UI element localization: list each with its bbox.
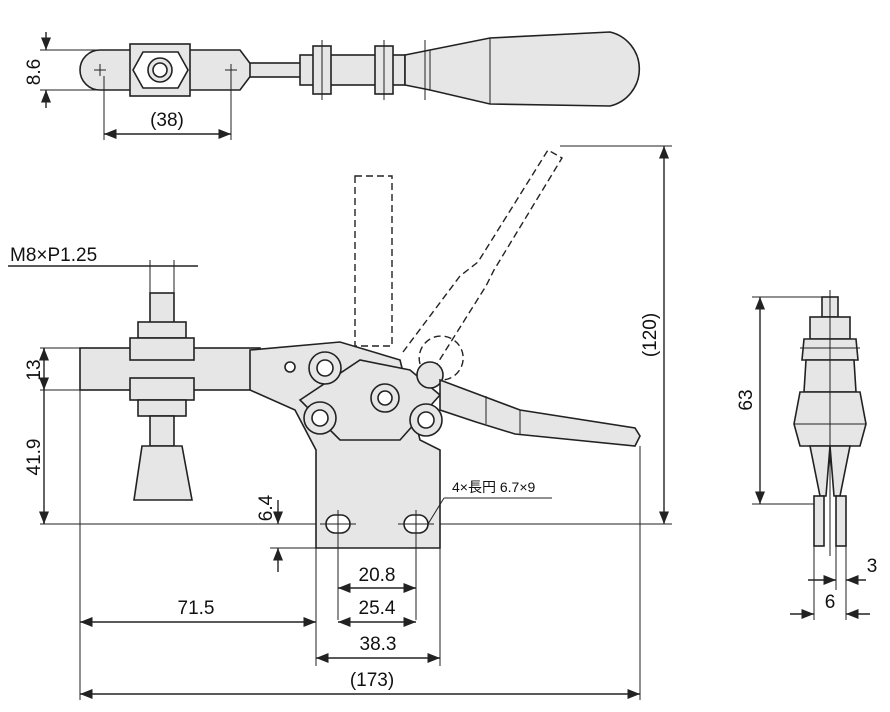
- front-view: [79, 149, 641, 549]
- dim-h120: (120): [640, 313, 661, 357]
- dim-w71-5: 71.5: [178, 598, 215, 619]
- dim-w6: 6: [825, 592, 836, 613]
- slot-note: 4×長円 6.7×9: [452, 479, 535, 495]
- side-view: 63 3 6: [736, 290, 877, 620]
- dim-top-height: 8.6: [24, 59, 45, 85]
- dim-top-width: (38): [150, 110, 184, 131]
- dim-w20-8: 20.8: [359, 565, 396, 586]
- dim-w173: (173): [350, 670, 394, 691]
- dim-h63: 63: [736, 389, 757, 410]
- dim-h41-9: 41.9: [24, 439, 45, 476]
- dim-w3: 3: [867, 556, 878, 577]
- dim-w38-3: 38.3: [360, 634, 397, 655]
- front-dimensions: M8×P1.25 13 41.9 6.4 4×長円 6.7×9 20.8 25.…: [8, 145, 672, 700]
- dim-w25-4: 25.4: [359, 598, 396, 619]
- top-view: 8.6 (38): [24, 31, 641, 140]
- dim-thread: M8×P1.25: [10, 245, 97, 266]
- dim-h13: 13: [24, 359, 45, 380]
- dim-h6-4: 6.4: [256, 494, 277, 521]
